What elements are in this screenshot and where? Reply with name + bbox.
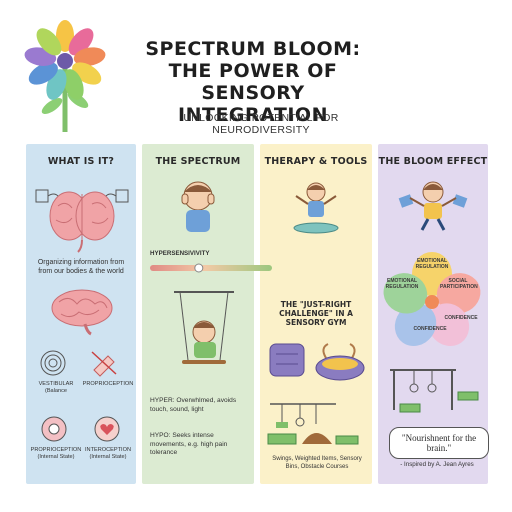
tools-caption: Swings, Weighted Items, Sensory Bins, Ob… xyxy=(272,456,362,470)
brain-small-icon xyxy=(51,289,113,336)
gym-equipment-icon xyxy=(267,403,359,445)
eye-icon xyxy=(41,416,67,442)
what-title: WHAT IS IT? xyxy=(47,156,115,167)
child-jumping-icon xyxy=(398,181,468,231)
quote-bubble: "Nourishnent for the brain." xyxy=(389,427,489,459)
petal-label-bottom: CONFIDENCE xyxy=(413,326,447,332)
therapy-title: THERAPY & TOOLS xyxy=(264,156,368,167)
slider-knob xyxy=(194,263,204,273)
quote-attribution: - Inspired by A. Jean Ayres xyxy=(400,461,474,468)
challenge-text: THE "JUST-RIGHT CHALLENGE" IN A SENSORY … xyxy=(279,300,353,327)
child-on-balance-board-icon xyxy=(293,182,339,234)
flower-logo-icon xyxy=(24,20,106,132)
title-line-3: SENSORY INTEGRATION xyxy=(178,82,328,126)
spiral-icon xyxy=(40,350,66,376)
proprioception-sub: (Internal State) xyxy=(37,454,75,460)
hypo-text: HYPO: Seeks intense movements, e.g. high… xyxy=(150,432,228,457)
proprioception-label: PROPRIOCEPTION xyxy=(82,381,134,387)
brain-icon xyxy=(35,189,129,253)
proprioception-label-2: PROPRIOCEPTION xyxy=(30,447,82,453)
petal-label-left: EMOTIONAL REGULATION xyxy=(385,278,419,290)
bloom-flower-icon xyxy=(383,252,481,346)
what-description: Organizing information from from our bod… xyxy=(37,259,125,275)
petal-label-right: SOCIAL PARTICIPATION xyxy=(440,278,478,290)
quote-text: "Nourishnent for the brain." xyxy=(401,433,477,453)
subtitle: UNLOCKING POTENTIAL FOR NEURODIVERSITY xyxy=(183,112,339,136)
rings-icon xyxy=(390,369,479,413)
bloom-title: THE BLOOM EFFECT xyxy=(378,156,488,167)
weighted-blanket-icon xyxy=(269,343,305,377)
swing-icon xyxy=(174,291,234,364)
title-line-2: THE POWER OF xyxy=(168,60,338,82)
child-covering-ears-icon xyxy=(181,181,215,232)
foot-icon xyxy=(91,351,117,377)
petal-label-bottom-right: CONFIDENCE xyxy=(444,315,478,321)
sensory-bin-icon xyxy=(315,343,365,381)
interoception-label: INTEROCEPTION xyxy=(85,447,131,453)
spectrum-title: THE SPECTRUM xyxy=(155,156,241,167)
heart-icon xyxy=(94,416,120,442)
vestibular-label: VESTIBULAR xyxy=(38,381,74,387)
petal-label-top: EMOTIONAL REGULATION xyxy=(415,258,449,270)
vestibular-sub: (Balance xyxy=(44,388,68,394)
interoception-sub: (Internal State) xyxy=(89,454,127,460)
hyper-text: HYPER: Overwhlmed, avoids touch, sound, … xyxy=(150,397,237,413)
sensitivity-slider xyxy=(150,263,272,273)
title-line-1: SPECTRUM BLOOM: xyxy=(145,38,361,60)
slider-label: HYPERSENSIVIVITY xyxy=(150,250,210,257)
